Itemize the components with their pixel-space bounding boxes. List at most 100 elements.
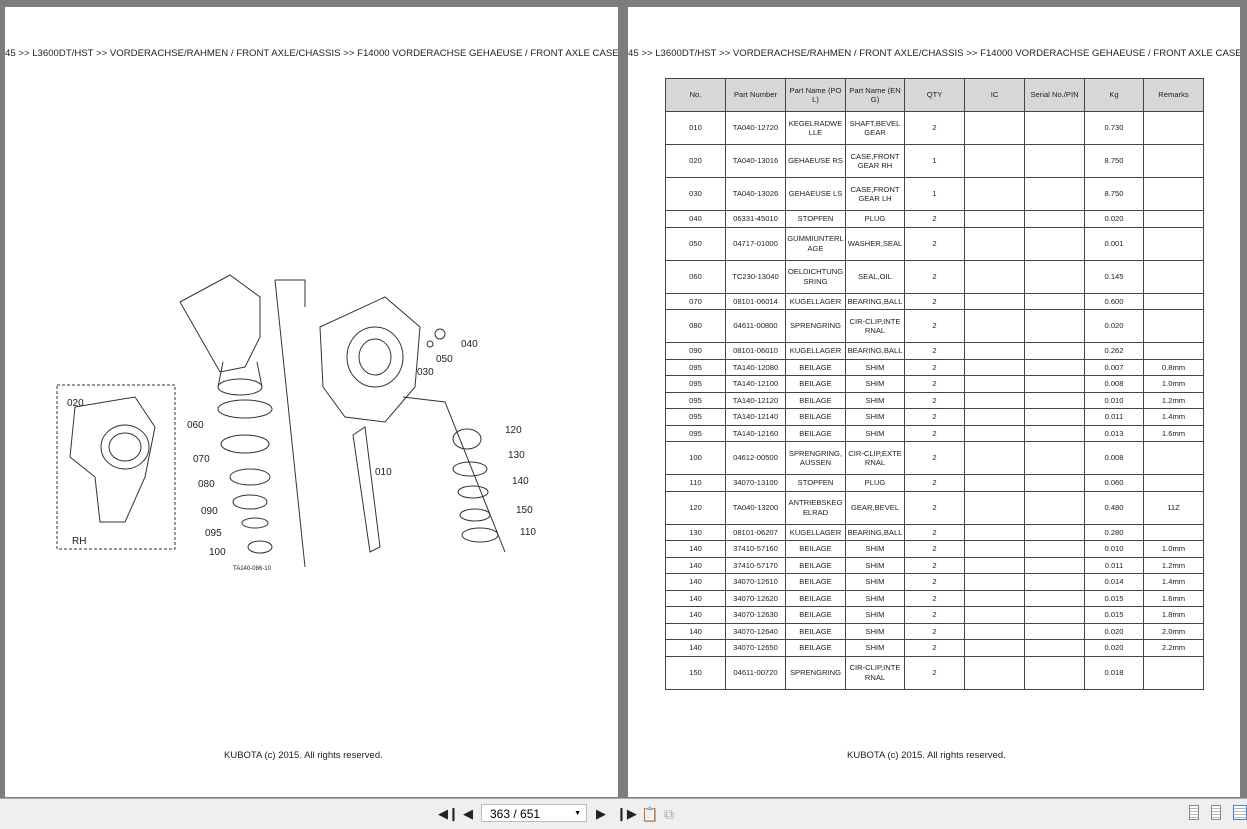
header-ic: IC [964, 78, 1025, 112]
cell-part-name-eng: SHIM [845, 358, 905, 376]
cell-part-name-eng: CIR-CLIP,INTERNAL [845, 309, 905, 343]
cell-qty: 2 [904, 408, 965, 426]
cell-qty: 2 [904, 606, 965, 624]
cell-no: 080 [665, 309, 726, 343]
breadcrumb: 45 >> L3600DT/HST >> VORDERACHSE/RAHMEN … [628, 48, 1240, 59]
callout-130: 130 [508, 450, 525, 461]
cell-remarks: 11Z [1143, 490, 1204, 525]
cell-no: 150 [665, 655, 726, 690]
cell-part-name-pol: STOPFEN [785, 474, 846, 492]
two-page-view-icon[interactable] [1233, 805, 1247, 820]
cell-remarks [1143, 342, 1204, 360]
cell-ic [964, 226, 1025, 261]
cell-part-name-pol: BEILAGE [785, 358, 846, 376]
callout-090: 090 [201, 506, 218, 517]
paste-icon[interactable]: ⧉ [664, 806, 674, 822]
cell-serial-pin [1024, 589, 1085, 607]
cell-remarks: 1.8mm [1143, 606, 1204, 624]
cell-serial-pin [1024, 622, 1085, 640]
cell-kg: 0.020 [1084, 622, 1144, 640]
cell-part-name-pol: ANTRIEBSKEGELRAD [785, 490, 846, 525]
cell-part-name-eng: SHIM [845, 606, 905, 624]
first-page-button[interactable]: ◀❙ [438, 806, 459, 821]
cell-qty: 2 [904, 639, 965, 657]
cell-kg: 0.480 [1084, 490, 1144, 525]
cell-kg: 0.020 [1084, 309, 1144, 343]
cell-no: 070 [665, 292, 726, 310]
header-part-number: Part Number [725, 78, 786, 112]
cell-ic [964, 540, 1025, 558]
cell-ic [964, 573, 1025, 591]
cell-ic [964, 589, 1025, 607]
cell-part-name-eng: SHIM [845, 622, 905, 640]
cell-qty: 2 [904, 441, 965, 475]
cell-qty: 2 [904, 622, 965, 640]
cell-qty: 2 [904, 259, 965, 294]
cell-serial-pin [1024, 309, 1085, 343]
cell-ic [964, 424, 1025, 442]
copy-icon[interactable]: 📋 [641, 806, 659, 822]
page-number-select[interactable]: 363 / 651▼ [481, 804, 587, 822]
cell-serial-pin [1024, 606, 1085, 624]
cell-ic [964, 639, 1025, 657]
callout-100: 100 [209, 547, 226, 558]
cell-part-name-pol: BEILAGE [785, 556, 846, 574]
previous-page-button[interactable]: ◀ [463, 806, 473, 821]
cell-part-name-eng: WASHER,SEAL [845, 226, 905, 261]
cell-no: 030 [665, 177, 726, 211]
cell-part-name-pol: SPRENGRING,AUSSEN [785, 441, 846, 475]
callout-120: 120 [505, 425, 522, 436]
cell-part-number: TA040-13200 [725, 490, 786, 525]
last-page-button[interactable]: ❙▶ [616, 806, 637, 821]
cell-qty: 1 [904, 144, 965, 178]
cell-serial-pin [1024, 490, 1085, 525]
cell-part-name-eng: SHIM [845, 424, 905, 442]
cell-part-number: 34070-12630 [725, 606, 786, 624]
cell-part-number: 34070-12620 [725, 589, 786, 607]
cell-remarks: 2.2mm [1143, 639, 1204, 657]
header-kg: Kg [1084, 78, 1144, 112]
cell-no: 140 [665, 622, 726, 640]
cell-part-name-eng: SHIM [845, 408, 905, 426]
cell-kg: 0.262 [1084, 342, 1144, 360]
breadcrumb: 45 >> L3600DT/HST >> VORDERACHSE/RAHMEN … [5, 48, 618, 59]
cell-part-name-eng: PLUG [845, 474, 905, 492]
cell-kg: 0.008 [1084, 441, 1144, 475]
cell-no: 120 [665, 490, 726, 525]
next-page-button[interactable]: ▶ [596, 806, 606, 821]
cell-part-name-pol: BEILAGE [785, 424, 846, 442]
cell-remarks: 1.0mm [1143, 540, 1204, 558]
cell-ic [964, 259, 1025, 294]
cell-part-name-eng: BEARING,BALL [845, 342, 905, 360]
cell-ic [964, 622, 1025, 640]
cell-no: 095 [665, 358, 726, 376]
cell-ic [964, 523, 1025, 541]
cell-part-number: TA140-12160 [725, 424, 786, 442]
cell-kg: 0.010 [1084, 391, 1144, 409]
cell-qty: 2 [904, 226, 965, 261]
callout-030: 030 [417, 367, 434, 378]
cell-no: 090 [665, 342, 726, 360]
cell-no: 140 [665, 556, 726, 574]
cell-part-name-pol: GUMMIUNTERLAGE [785, 226, 846, 261]
single-page-view-icon[interactable] [1189, 805, 1199, 820]
cell-part-name-pol: KUGELLAGER [785, 523, 846, 541]
cell-qty: 2 [904, 111, 965, 145]
cell-part-name-pol: GEHAEUSE RS [785, 144, 846, 178]
cell-serial-pin [1024, 391, 1085, 409]
cell-kg: 0.015 [1084, 606, 1144, 624]
callout-070: 070 [193, 454, 210, 465]
cell-qty: 2 [904, 556, 965, 574]
cell-serial-pin [1024, 292, 1085, 310]
cell-serial-pin [1024, 655, 1085, 690]
cell-kg: 0.020 [1084, 639, 1144, 657]
cell-serial-pin [1024, 358, 1085, 376]
cell-remarks [1143, 210, 1204, 228]
continuous-view-icon[interactable] [1211, 805, 1221, 820]
exploded-parts-diagram: 020 060 070 080 090 095 100 RH 010 030 0… [56, 274, 536, 572]
cell-part-number: 04612-00500 [725, 441, 786, 475]
